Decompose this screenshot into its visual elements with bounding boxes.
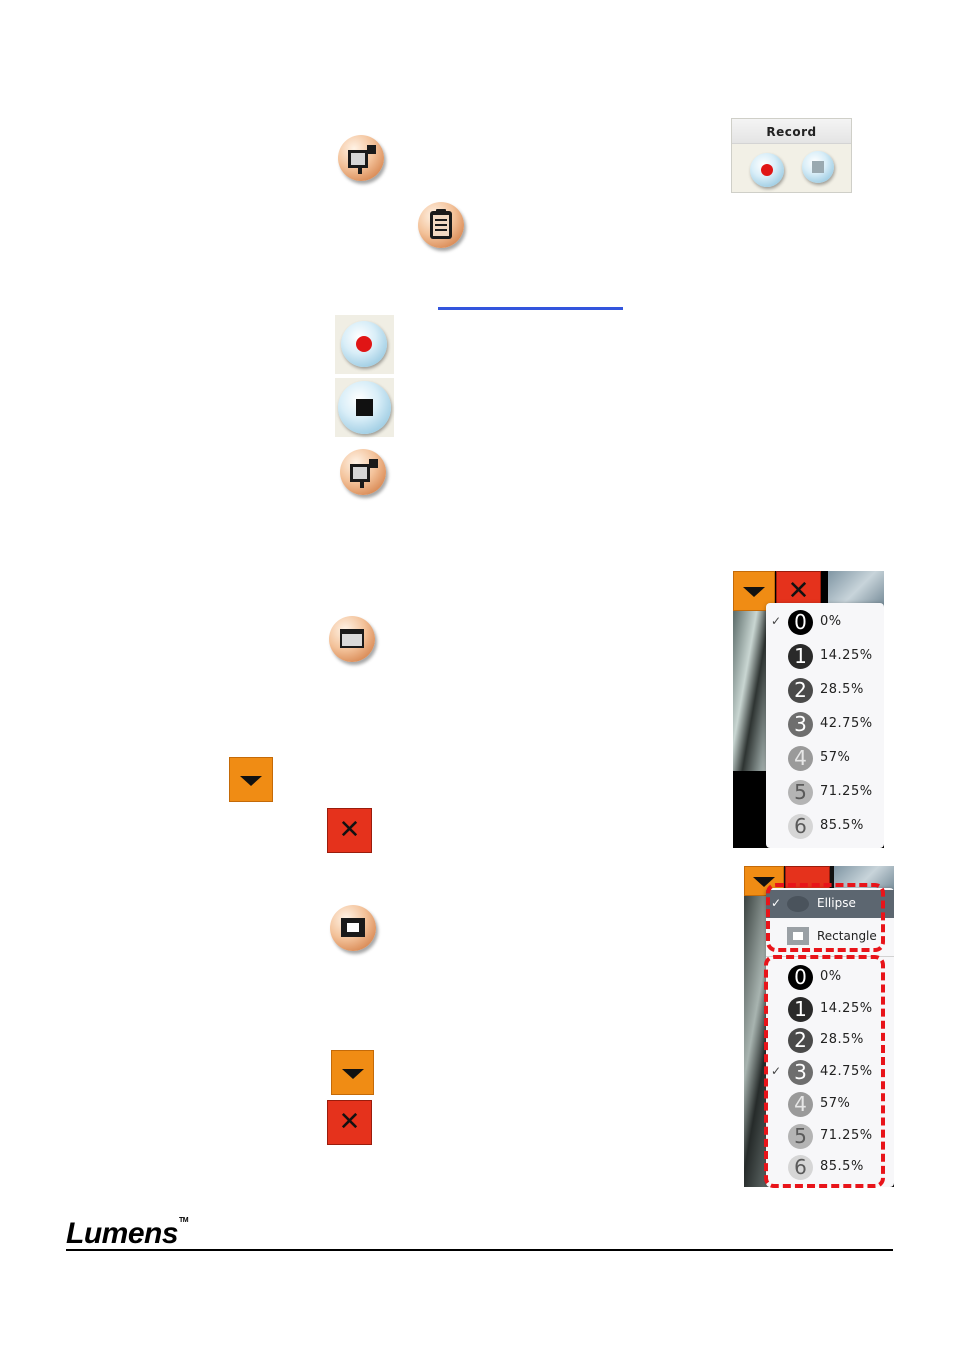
menu-item-opacity[interactable]: 1 14.25%	[766, 992, 894, 1026]
opacity-level-badge: 6	[788, 814, 813, 839]
menu-item-opacity[interactable]: 6 85.5%	[766, 1150, 894, 1184]
ellipse-shape-icon	[787, 896, 809, 912]
spotlight-window-icon[interactable]	[330, 905, 376, 951]
opacity-percent-label: 0%	[820, 969, 842, 984]
stop-icon	[356, 399, 373, 416]
menu-item-opacity[interactable]: 0 0%	[766, 960, 894, 994]
stop-button[interactable]	[802, 151, 834, 183]
menu-item-rectangle[interactable]: Rectangle	[766, 922, 894, 950]
close-button[interactable]: ✕	[327, 808, 372, 853]
opacity-level-badge: 3	[788, 1060, 813, 1086]
mask-window-icon[interactable]	[329, 616, 375, 662]
menu-item-label: Ellipse	[817, 896, 856, 910]
opacity-percent-label: 42.75%	[820, 716, 873, 731]
triangle-down-icon	[240, 775, 262, 786]
opacity-level-badge: 2	[788, 678, 813, 703]
opacity-level-badge: 0	[788, 965, 813, 990]
triangle-down-icon	[743, 587, 765, 597]
close-icon: ✕	[787, 576, 810, 606]
check-icon: ✓	[771, 896, 782, 910]
menu-item-opacity[interactable]: 5 71.25%	[766, 1119, 894, 1153]
mask-opacity-menu: ✓ 0 0% 1 14.25% 2 28.5% 3 42.75% 4 57% 5 71.25% 6 85.5…	[766, 603, 884, 848]
menu-item-opacity[interactable]: 4 57%	[766, 741, 884, 775]
opacity-level-badge: 0	[788, 610, 813, 635]
video-camera-icon[interactable]	[338, 135, 384, 181]
close-icon: ✕	[338, 815, 361, 845]
dropdown-button[interactable]	[331, 1050, 374, 1095]
opacity-level-badge: 5	[788, 780, 813, 805]
opacity-percent-label: 85.5%	[820, 818, 864, 833]
menu-item-opacity[interactable]: 1 14.25%	[766, 639, 884, 673]
record-button[interactable]	[750, 153, 784, 187]
menu-item-opacity[interactable]: ✓ 0 0%	[766, 605, 884, 639]
footer-divider	[66, 1249, 893, 1251]
shape-highlight-box	[766, 883, 885, 952]
stop-record-button[interactable]	[338, 381, 391, 434]
opacity-percent-label: 28.5%	[820, 682, 864, 697]
opacity-percent-label: 14.25%	[820, 648, 873, 663]
video-camera-icon[interactable]	[340, 449, 386, 495]
close-button[interactable]: ✕	[327, 1100, 372, 1145]
menu-item-label: Rectangle	[817, 929, 877, 943]
menu-item-opacity[interactable]: 3 42.75%	[766, 707, 884, 741]
opacity-level-badge: 4	[788, 746, 813, 771]
opacity-percent-label: 0%	[820, 614, 842, 629]
opacity-level-badge: 5	[788, 1123, 813, 1149]
opacity-highlight-box	[764, 955, 885, 1188]
opacity-percent-label: 57%	[820, 750, 851, 765]
opacity-percent-label: 57%	[820, 1095, 851, 1111]
start-record-button[interactable]	[341, 321, 387, 367]
menu-item-opacity[interactable]: 4 57%	[766, 1087, 894, 1121]
menu-item-opacity[interactable]: 2 28.5%	[766, 673, 884, 707]
opacity-percent-label: 71.25%	[820, 1127, 873, 1143]
menu-item-opacity[interactable]: 2 28.5%	[766, 1023, 894, 1057]
menu-item-opacity[interactable]: 6 85.5%	[766, 809, 884, 843]
opacity-level-badge: 3	[788, 712, 813, 737]
menu-item-opacity[interactable]: 5 71.25%	[766, 775, 884, 809]
record-icon	[761, 164, 773, 176]
opacity-level-badge: 1	[788, 644, 813, 669]
opacity-level-badge: 6	[788, 1155, 813, 1181]
dropdown-button[interactable]	[229, 757, 273, 802]
opacity-level-badge: 4	[788, 1091, 813, 1117]
stop-record-button-frame	[335, 378, 394, 437]
close-icon: ✕	[338, 1107, 361, 1137]
stop-icon	[812, 161, 824, 173]
start-record-button-frame	[335, 315, 394, 374]
opacity-level-badge: 2	[788, 1028, 813, 1054]
opacity-percent-label: 14.25%	[820, 1000, 873, 1016]
record-panel-title: Record	[732, 119, 851, 144]
lumens-logo: LumensTM	[66, 1217, 189, 1250]
rectangle-shape-icon	[787, 927, 809, 945]
opacity-percent-label: 85.5%	[820, 1159, 864, 1175]
record-icon	[356, 336, 372, 352]
check-icon: ✓	[771, 614, 782, 628]
hyperlink[interactable]	[438, 307, 623, 310]
opacity-percent-label: 71.25%	[820, 784, 873, 799]
record-panel: Record	[731, 118, 852, 193]
opacity-percent-label: 28.5%	[820, 1032, 864, 1048]
mask-screenshot: ✕ ✓ 0 0% 1 14.25% 2 28.5% 3 42.75% 4 57% 5 71.25% 6 85…	[733, 571, 884, 848]
check-icon: ✓	[771, 1064, 782, 1079]
clipboard-icon[interactable]	[418, 202, 464, 248]
triangle-down-icon	[341, 1068, 364, 1079]
menu-item-opacity[interactable]: ✓ 3 42.75%	[766, 1055, 894, 1089]
triangle-down-icon	[753, 877, 775, 887]
opacity-level-badge: 1	[788, 996, 813, 1022]
opacity-percent-label: 42.75%	[820, 1064, 873, 1080]
menu-item-ellipse[interactable]: ✓ Ellipse	[766, 890, 894, 918]
